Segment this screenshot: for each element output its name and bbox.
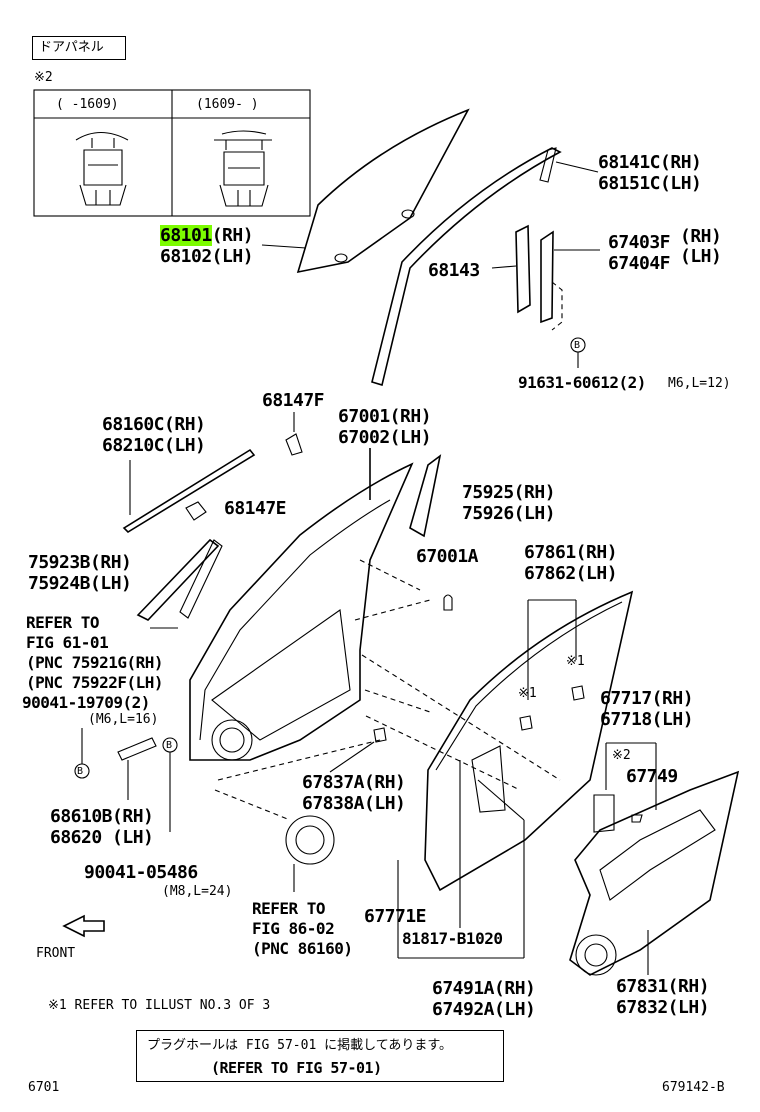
- b-mark-left: B: [77, 766, 84, 777]
- title-label: ドアパネル: [39, 40, 104, 55]
- part-68210c[interactable]: 68210C(LH): [102, 435, 206, 456]
- part-68160c[interactable]: 68160C(RH): [102, 414, 206, 435]
- refer1-line1: REFER TO: [26, 613, 100, 632]
- speaker: [285, 815, 335, 892]
- version-col2: (1609- ): [196, 97, 259, 112]
- part-68620[interactable]: 68620 (LH): [50, 827, 154, 848]
- part-67717[interactable]: 67717(RH): [600, 688, 694, 709]
- part-68101[interactable]: 68101(RH): [160, 225, 254, 246]
- bolt-90041-19709[interactable]: 90041-19709(2): [22, 693, 150, 712]
- part-68141c[interactable]: 68141C(RH): [598, 152, 702, 173]
- part-68143[interactable]: 68143: [428, 260, 480, 281]
- part-67861[interactable]: 67861(RH): [524, 542, 618, 563]
- refer1-line4: (PNC 75922F(LH): [26, 673, 164, 692]
- part-67831[interactable]: 67831(RH): [616, 976, 710, 997]
- door-trim: [569, 742, 740, 976]
- pillar-garnish: [136, 454, 453, 621]
- part-67838a[interactable]: 67838A(LH): [302, 793, 406, 814]
- part-68101-suffix: (RH): [211, 225, 254, 246]
- title-box: ドアパネル: [32, 36, 126, 60]
- part-67492a[interactable]: 67492A(LH): [432, 999, 536, 1020]
- part-67001[interactable]: 67001(RH): [338, 406, 432, 427]
- part-67718[interactable]: 67718(LH): [600, 709, 694, 730]
- refer2-line1: REFER TO: [252, 899, 326, 918]
- weatherstrip: [424, 590, 634, 892]
- division-bars: [491, 224, 600, 368]
- plug-hole-note-en[interactable]: (REFER TO FIG 57-01): [211, 1059, 382, 1077]
- run-channel: [371, 147, 599, 387]
- b-mark-top: B: [574, 340, 581, 351]
- note2-mark: ※2: [34, 70, 53, 85]
- note2-mark-right: ※2: [612, 748, 631, 763]
- part-75923b[interactable]: 75923B(RH): [28, 552, 132, 573]
- part-67001a[interactable]: 67001A: [416, 546, 479, 567]
- refer2-line2[interactable]: FIG 86-02: [252, 919, 335, 938]
- refer1-line3: (PNC 75921G(RH): [26, 653, 164, 672]
- page-code: 6701: [28, 1080, 60, 1095]
- part-68151c[interactable]: 68151C(LH): [598, 173, 702, 194]
- part-67002[interactable]: 67002(LH): [338, 427, 432, 448]
- refer1-line2[interactable]: FIG 61-01: [26, 633, 109, 652]
- part-67837a[interactable]: 67837A(RH): [302, 772, 406, 793]
- part-67404f-lh: (LH): [680, 246, 722, 267]
- footnote: ※1 REFER TO ILLUST NO.3 OF 3: [48, 998, 271, 1013]
- bolt-90041-05486-spec: (M8,L=24): [162, 884, 233, 899]
- bolt-90041-05486[interactable]: 90041-05486: [84, 862, 198, 883]
- version-col1: ( -1609): [56, 97, 119, 112]
- part-81817[interactable]: 81817-B1020: [402, 929, 503, 948]
- part-67404f[interactable]: 67404F: [608, 253, 671, 274]
- part-75924b[interactable]: 75924B(LH): [28, 573, 132, 594]
- part-67403f[interactable]: 67403F: [608, 232, 671, 253]
- plug-hole-note-jp: プラグホールは FIG 57-01 に掲載してあります。: [147, 1038, 453, 1053]
- part-67403f-rh: (RH): [680, 226, 722, 247]
- door-glass: [261, 108, 470, 274]
- part-67771e[interactable]: 67771E: [364, 906, 427, 927]
- plug-hole-note-box: プラグホールは FIG 57-01 に掲載してあります。 (REFER TO F…: [136, 1030, 504, 1082]
- part-68147e[interactable]: 68147E: [224, 498, 287, 519]
- b-mark-mid: B: [166, 740, 173, 751]
- bolt-91631[interactable]: 91631-60612(2): [518, 373, 646, 392]
- front-label: FRONT: [36, 946, 76, 961]
- note1-mark-right: ※1: [566, 654, 585, 669]
- bolt-90041-19709-spec: (M6,L=16): [88, 712, 159, 727]
- part-68610b[interactable]: 68610B(RH): [50, 806, 154, 827]
- part-75926[interactable]: 75926(LH): [462, 503, 556, 524]
- part-68147f[interactable]: 68147F: [262, 390, 325, 411]
- part-75925[interactable]: 75925(RH): [462, 482, 556, 503]
- part-67832[interactable]: 67832(LH): [616, 997, 710, 1018]
- door-frame: [150, 448, 561, 821]
- belt-moulding: [122, 412, 303, 534]
- refer2-line3: (PNC 86160): [252, 939, 353, 958]
- part-67491a[interactable]: 67491A(RH): [432, 978, 536, 999]
- fasteners: [62, 727, 525, 959]
- part-68101-number[interactable]: 68101: [160, 225, 212, 246]
- part-68102[interactable]: 68102(LH): [160, 246, 254, 267]
- figure-code: 679142-B: [662, 1080, 725, 1095]
- note1-mark-left: ※1: [518, 686, 537, 701]
- bolt-91631-spec: M6,L=12): [668, 376, 731, 391]
- clip-version-table: [33, 89, 311, 217]
- part-67862[interactable]: 67862(LH): [524, 563, 618, 584]
- part-67749[interactable]: 67749: [626, 766, 678, 787]
